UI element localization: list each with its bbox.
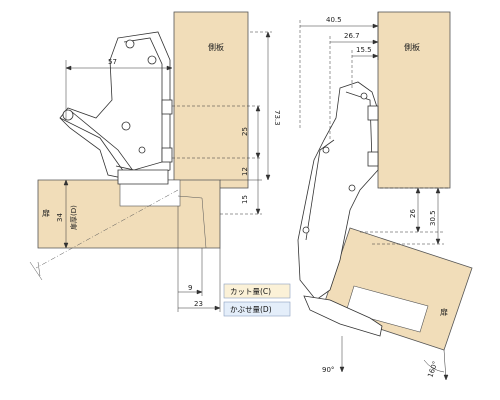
right-side-panel (377, 11, 451, 189)
door-thickness-label: 扉厚(D) (69, 205, 78, 230)
left-view: 側板 扉 (29, 11, 291, 317)
cover-amount-box: かぶせ量(D) (223, 301, 291, 317)
dim-23-label: 23 (194, 300, 203, 308)
cut-amount-box: カット量(C) (223, 283, 291, 299)
right-hinge (297, 81, 383, 337)
right-top-dims (299, 12, 379, 140)
left-hinge (59, 31, 173, 185)
left-opening-lines (29, 189, 207, 281)
dim-30-5-label: 30.5 (429, 210, 437, 226)
dim-40-5-label: 40.5 (326, 16, 342, 24)
left-door-label: 扉 (42, 208, 50, 218)
left-side-panel (173, 11, 249, 189)
right-view: 側板 扉 (297, 11, 473, 381)
dim-57 (65, 60, 173, 120)
angle-marks (339, 336, 449, 381)
angle-160-label: 160° (426, 360, 439, 379)
cover-amount-label: かぶせ量(D) (230, 305, 272, 314)
dim-26-label: 26 (409, 209, 417, 218)
left-vertical-dims (172, 31, 272, 215)
cut-amount-label: カット量(C) (230, 287, 271, 296)
dim-9-label: 9 (188, 284, 192, 292)
dim-15-5-label: 15.5 (356, 46, 372, 54)
dim-12-label: 12 (241, 167, 249, 176)
dim-34 (63, 179, 69, 249)
dim-34-label: 34 (56, 213, 64, 222)
dim-25-label: 25 (241, 127, 249, 136)
dim-15-label: 15 (241, 195, 249, 204)
right-side-panel-label: 側板 (404, 42, 420, 52)
right-door-label: 扉 (440, 307, 448, 317)
right-cup-recess (345, 285, 429, 333)
dim-57-label: 57 (108, 58, 117, 66)
right-door-panel (321, 227, 473, 351)
left-side-panel-label: 側板 (208, 42, 224, 52)
right-vertical-dims (360, 187, 450, 245)
dim-73-3-label: 73.3 (273, 110, 281, 126)
dim-26-7-label: 26.7 (344, 32, 360, 40)
angle-90-label: 90° (322, 366, 334, 374)
dims-9-23 (177, 206, 221, 312)
